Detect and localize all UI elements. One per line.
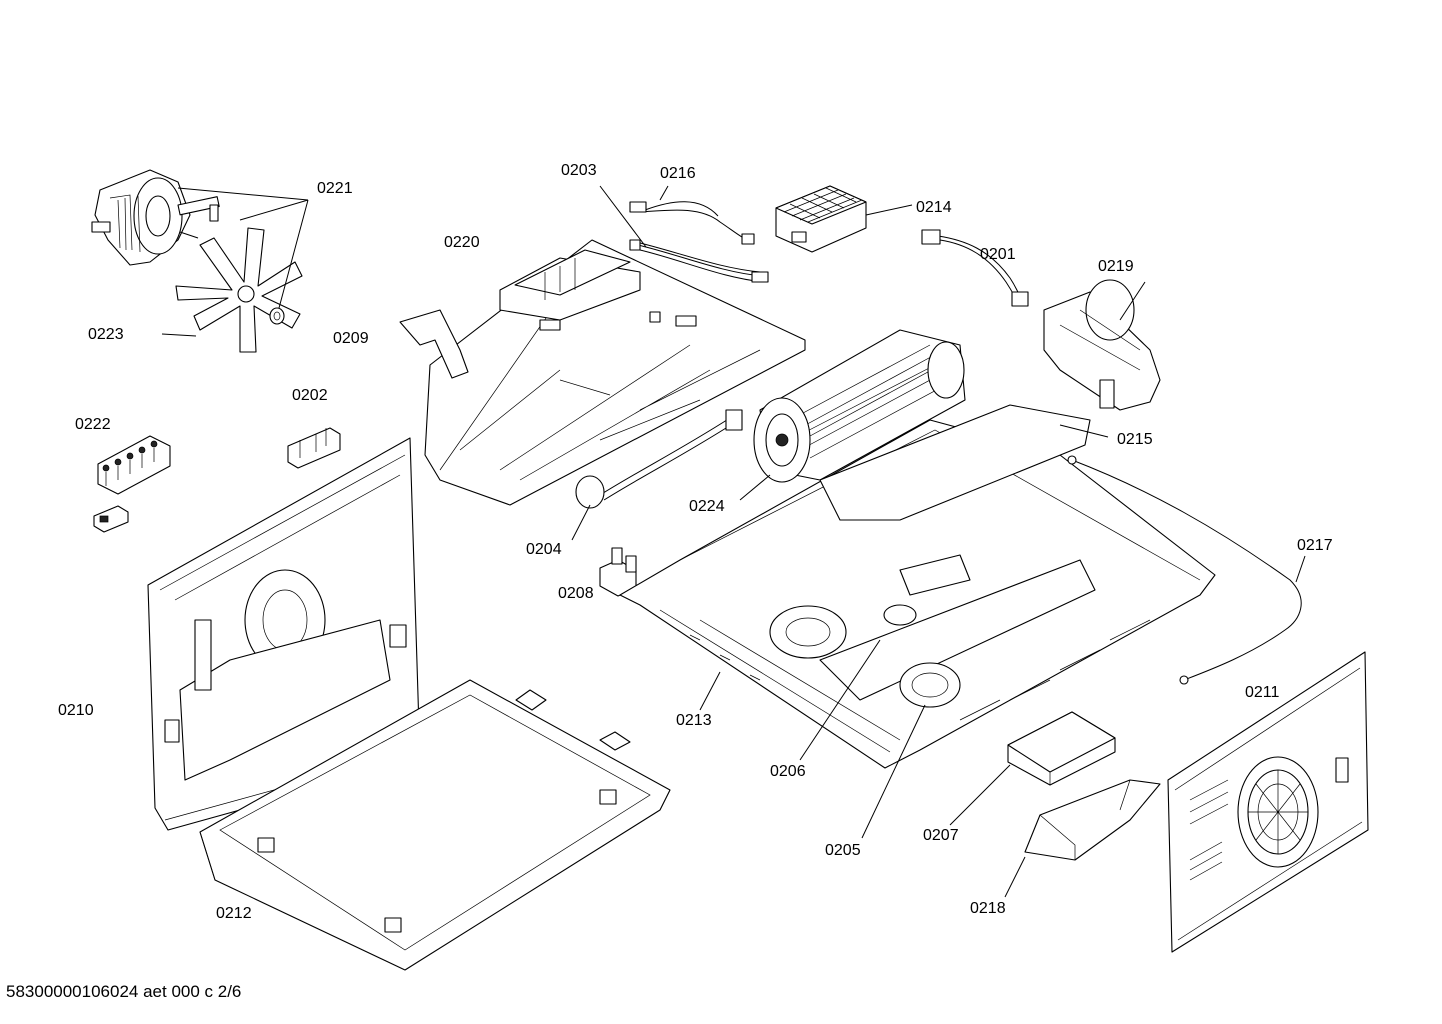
label-0213: 0213 — [676, 712, 712, 729]
label-0208: 0208 — [558, 585, 594, 602]
label-0210: 0210 — [58, 702, 94, 719]
main-floor-plate-part — [619, 404, 1216, 769]
label-0216: 0216 — [660, 165, 696, 182]
fan-blade-part — [175, 227, 303, 353]
small-cable-part — [921, 229, 1029, 307]
tangential-fan-part — [753, 329, 966, 483]
label-0220: 0220 — [444, 234, 480, 251]
heat-sink-part — [775, 185, 867, 253]
terminal-block-part — [93, 435, 171, 533]
air-duct-part — [1024, 779, 1161, 861]
front-panel-part — [1167, 651, 1369, 953]
label-0212: 0212 — [216, 905, 252, 922]
actuator-part — [1043, 279, 1161, 411]
temp-probe-part — [1067, 455, 1302, 685]
fan-nut-part — [269, 307, 285, 325]
label-0219: 0219 — [1098, 258, 1134, 275]
label-0223: 0223 — [88, 326, 124, 343]
label-0218: 0218 — [970, 900, 1006, 917]
label-0207: 0207 — [923, 827, 959, 844]
document-code: 58300000106024 aet 000 c 2/6 — [6, 982, 242, 1001]
wire-harness-part — [629, 239, 769, 283]
label-0205: 0205 — [825, 842, 861, 859]
fan-motor-part — [91, 169, 220, 266]
connector-block-part — [287, 427, 341, 469]
bottom-tray-part — [199, 679, 671, 971]
label-0211: 0211 — [1245, 684, 1280, 701]
label-0217: 0217 — [1297, 537, 1333, 554]
label-0202: 0202 — [292, 387, 328, 404]
label-0203: 0203 — [561, 162, 597, 179]
label-0215: 0215 — [1117, 431, 1153, 448]
label-0201: 0201 — [980, 246, 1016, 263]
label-0206: 0206 — [770, 763, 806, 780]
module-box-part — [1007, 711, 1116, 786]
wire-short-part — [629, 201, 755, 245]
label-0214: 0214 — [916, 199, 952, 216]
label-0224: 0224 — [689, 498, 725, 515]
label-0204: 0204 — [526, 541, 562, 558]
sensor-part — [575, 409, 743, 509]
label-0221: 0221 — [317, 180, 353, 197]
label-0209: 0209 — [333, 330, 369, 347]
upper-bracket-plate-part — [399, 239, 806, 506]
label-0222: 0222 — [75, 416, 111, 433]
